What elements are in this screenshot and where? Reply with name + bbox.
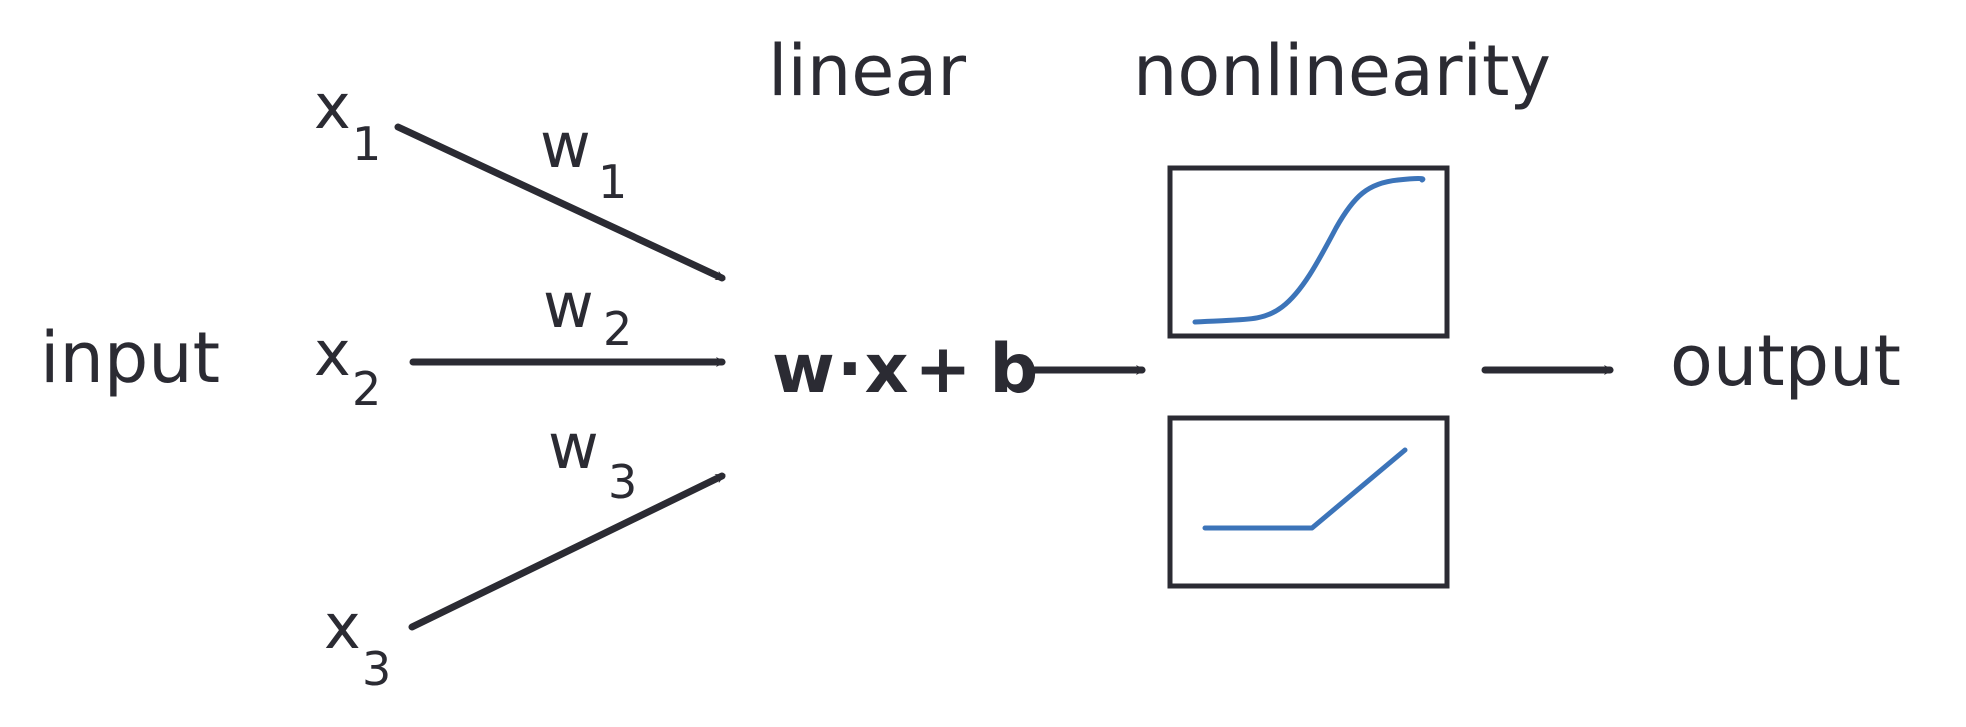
weight-w2: w 2 [543, 269, 632, 356]
input-x1-var: x [314, 70, 351, 143]
linear-label: linear [768, 30, 966, 112]
linear-formula: w·x+b [772, 330, 1038, 409]
output-label: output [1670, 320, 1901, 402]
relu-box-frame [1167, 415, 1450, 589]
formula-dot: · [837, 330, 863, 409]
input-x2: x 2 [314, 317, 381, 416]
weight-w3-var: w [548, 410, 599, 483]
nonlinearity-label: nonlinearity [1133, 30, 1551, 112]
relu-box [1167, 415, 1450, 589]
input-x3-var: x [324, 590, 361, 663]
weight-w2-sub: 2 [603, 302, 632, 356]
formula-x: x [865, 330, 909, 409]
edge-x1-arrow [394, 123, 726, 282]
weight-w1-var: w [540, 109, 591, 182]
input-x2-var: x [314, 317, 351, 390]
input-x1: x 1 [314, 70, 381, 171]
weight-w1: w 1 [540, 109, 627, 209]
edge-x3-arrow [408, 472, 726, 631]
weight-w1-sub: 1 [598, 155, 627, 209]
input-x3-sub: 3 [362, 642, 391, 696]
input-label: input [40, 317, 220, 399]
weight-w3: w 3 [548, 410, 637, 509]
sigmoid-box-frame [1167, 165, 1450, 339]
sigmoid-curve [1192, 176, 1426, 325]
weight-w2-var: w [543, 269, 594, 342]
input-x3: x 3 [324, 590, 391, 696]
weight-w3-sub: 3 [608, 455, 637, 509]
input-x2-sub: 2 [352, 362, 381, 416]
relu-curve [1202, 447, 1408, 531]
input-x1-sub: 1 [352, 117, 381, 171]
sigmoid-box [1167, 165, 1450, 339]
formula-w: w [772, 330, 835, 409]
formula-plus: + [915, 330, 972, 409]
